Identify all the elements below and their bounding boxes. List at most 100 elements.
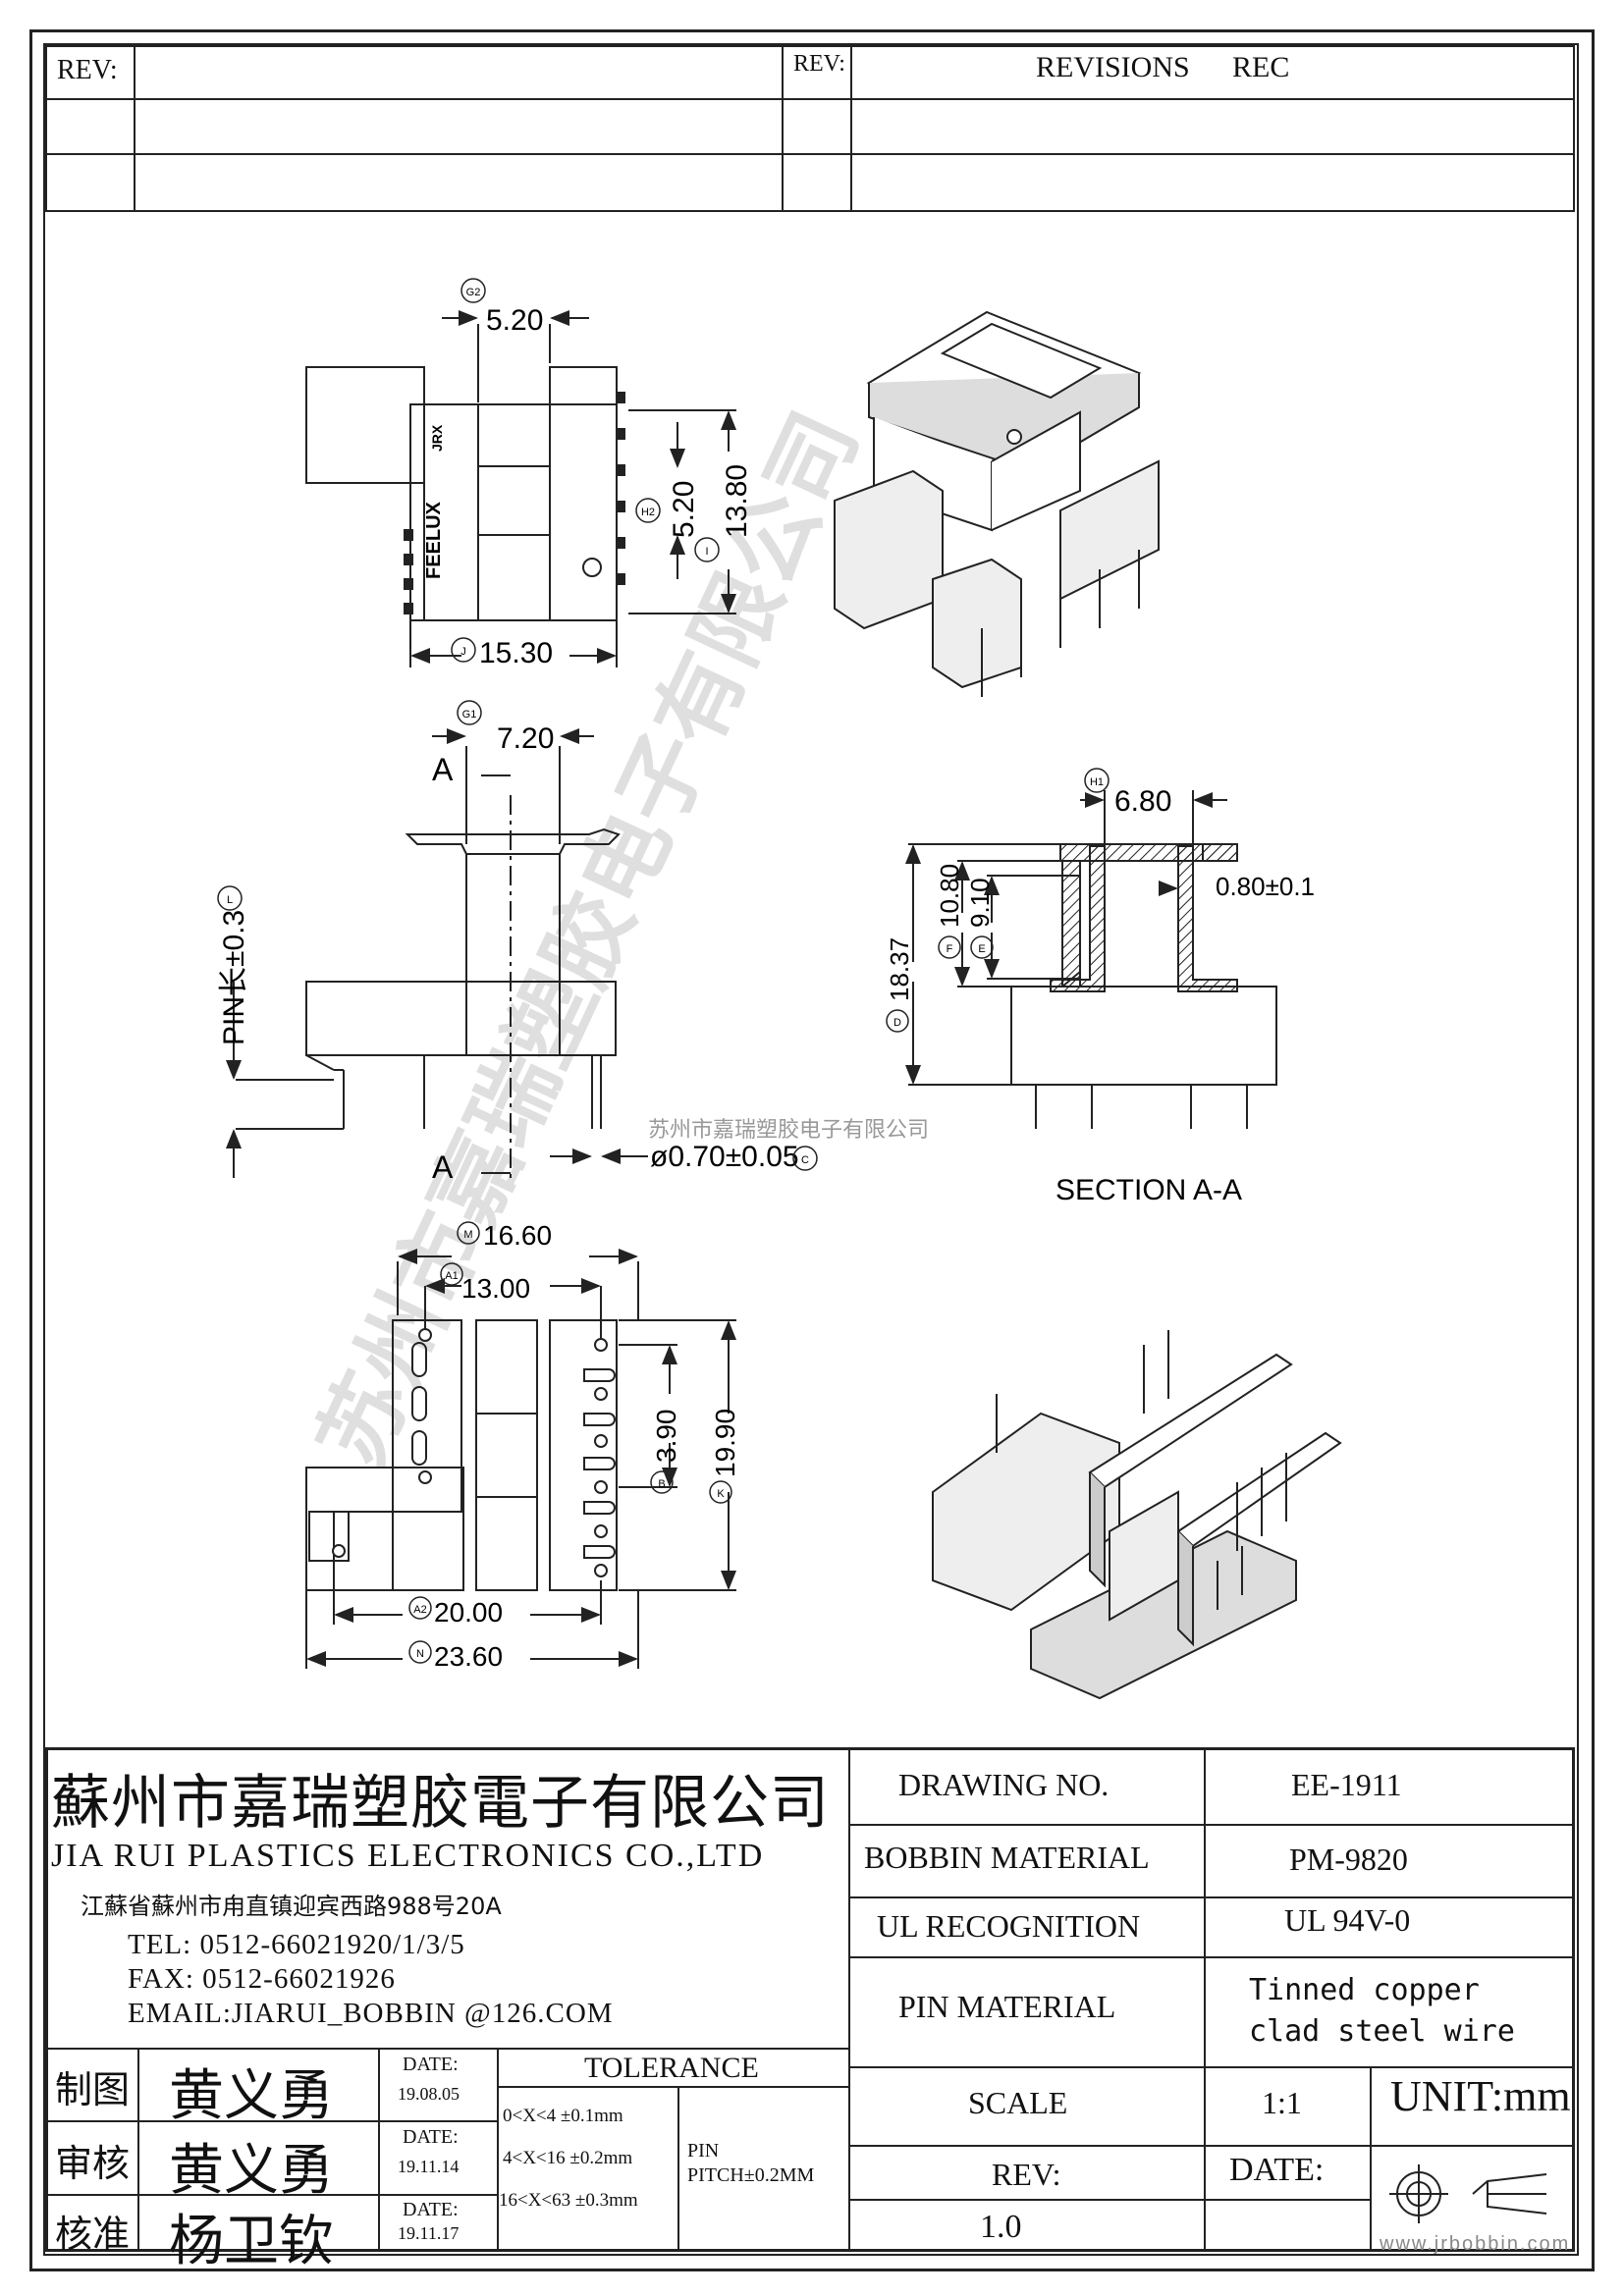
bobbin-material-value: PM-9820 (1289, 1842, 1408, 1877)
dim-h2: H2 5.20 (635, 481, 700, 538)
bottom-view-slots (411, 1342, 616, 1559)
company-name-cn: 蘇州市嘉瑞塑胶電子有限公司 (51, 1769, 830, 1838)
role-label-review: 审核 (55, 2142, 131, 2185)
ul-recognition-label: UL RECOGNITION (877, 1908, 1141, 1944)
revision-row-line-2 (45, 153, 1575, 155)
dim-a1-tag: A1 (445, 1270, 458, 1282)
drawing-no-value: EE-1911 (1291, 1767, 1402, 1802)
tolerance-label: TOLERANCE (584, 2052, 759, 2084)
dim-d: D 18.37 (885, 937, 914, 1033)
dim-n-value: 23.60 (434, 1641, 503, 1672)
row-line (848, 1896, 1575, 1898)
row-line (848, 1956, 1575, 1958)
dim-b-tag: B (658, 1478, 665, 1490)
date-label: DATE: (1229, 2152, 1325, 2188)
iso-view-bottom (932, 1330, 1342, 1700)
company-address: 江蘇省蘇州市甪直镇迎宾西路988号20A (81, 1893, 502, 1920)
tolerance-row-3: 16<X<63 ±0.3mm (499, 2190, 638, 2211)
dim-f-value: 10.80 (935, 864, 964, 928)
rev-value: 1.0 (980, 2209, 1022, 2245)
dim-f: F 10.80 (935, 864, 964, 959)
title-block (45, 1747, 1575, 2252)
revision-col-line-2 (782, 45, 784, 212)
pin-material-label: PIN MATERIAL (898, 1989, 1116, 2024)
drawing-frame (29, 29, 1595, 2271)
dim-h1: H1 6.80 (1084, 768, 1171, 818)
dim-h1-value: 6.80 (1114, 785, 1171, 818)
dim-e: E 9.10 (965, 878, 995, 959)
title-block-divider-unit (1370, 2066, 1372, 2252)
bottom-view (305, 1249, 736, 1669)
role-name-review: 黄义勇 (169, 2139, 334, 2203)
row-line (848, 2145, 1575, 2147)
pin-pitch-label-1: PIN (687, 2140, 720, 2162)
drawing-no-label: DRAWING NO. (898, 1767, 1110, 1802)
section-view (905, 790, 1277, 1129)
website-text: www.jrbobbin.com (1380, 2233, 1571, 2255)
dim-h2-tag: H2 (641, 507, 655, 518)
rev-label: REV: (992, 2157, 1061, 2192)
row-line (848, 1824, 1575, 1826)
role-label-approve: 核准 (55, 2213, 131, 2256)
dim-g2-value: 5.20 (486, 304, 543, 337)
dim-j: J 15.30 (451, 637, 553, 669)
iso-view-top (834, 310, 1160, 697)
dim-j-tag: J (460, 646, 466, 658)
company-name-en: JIA RUI PLASTICS ELECTRONICS CO.,LTD (51, 1838, 765, 1874)
dim-i: I 13.80 (694, 464, 753, 562)
col-line (497, 2048, 499, 2252)
dim-g1-value: 7.20 (497, 722, 554, 755)
dim-pin-length: L PIN长±0.3 (217, 885, 250, 1045)
row-line (497, 2086, 848, 2088)
ul-recognition-value: UL 94V-0 (1284, 1902, 1411, 1938)
dim-m-tag: M (463, 1229, 472, 1241)
dim-pin-length-value: PIN长±0.3 (218, 910, 250, 1045)
dim-h2-value: 5.20 (668, 481, 700, 538)
pin-material-value-2: clad steel wire (1249, 2014, 1515, 2049)
row-line (45, 2120, 497, 2122)
pin-material-value-1: Tinned copper (1249, 1973, 1480, 2007)
pin-pitch-label-2: PITCH±0.2MM (687, 2164, 815, 2186)
part-code-text: JRX (429, 424, 445, 452)
dim-d-tag: D (893, 1017, 901, 1029)
col-line (378, 2048, 380, 2252)
role-date-review: 19.11.14 (398, 2157, 460, 2176)
dim-a2: A2 20.00 (408, 1596, 503, 1628)
revision-table (45, 45, 1575, 212)
section-marker-top: A (432, 752, 454, 787)
revisions-label: REVISIONS (1036, 51, 1190, 83)
tolerance-row-1: 0<X<4 ±0.1mm (503, 2106, 623, 2126)
dim-a1: A1 13.00 (440, 1262, 530, 1304)
company-email: EMAIL:JIARUI_BOBBIN @126.COM (128, 1998, 614, 2029)
dim-wall-value: 0.80±0.1 (1216, 872, 1315, 901)
dim-a1-value: 13.00 (461, 1273, 530, 1304)
watermark-line: 苏州市嘉瑞塑胶电子有限公司 (648, 1117, 929, 1142)
watermark-arc: 苏州市嘉瑞塑胶电子有限公司 (301, 399, 876, 1481)
unit-label: UNIT:mm (1390, 2072, 1571, 2120)
revision-row-line-1 (45, 98, 1575, 100)
dim-g2: G2 5.20 (460, 278, 543, 337)
section-label: SECTION A-A (1056, 1174, 1242, 1206)
dim-k: K 19.90 (709, 1409, 740, 1504)
dim-b-value: 3.90 (651, 1410, 681, 1464)
dim-m: M 16.60 (457, 1220, 552, 1251)
dim-d-value: 18.37 (885, 937, 914, 1001)
role-date-label-approve: DATE: (403, 2199, 459, 2220)
dim-pin-diameter-value: ø0.70±0.05 (650, 1141, 799, 1173)
dim-a2-value: 20.00 (434, 1597, 503, 1628)
company-fax: FAX: 0512-66021926 (128, 1963, 396, 1995)
dim-pin-diameter: ø0.70±0.05 C (650, 1141, 818, 1173)
dim-pin-length-tag: L (227, 894, 233, 906)
role-name-draw: 黄义勇 (169, 2064, 334, 2128)
dim-pin-diameter-tag: C (801, 1154, 809, 1166)
title-block-divider-value (1204, 1747, 1206, 2066)
section-marker-bottom: A (432, 1149, 454, 1185)
role-date-label-draw: DATE: (403, 2054, 459, 2075)
dim-e-tag: E (978, 943, 985, 955)
tolerance-row-2: 4<X<16 ±0.2mm (503, 2148, 633, 2168)
col-line (137, 2048, 139, 2252)
row-line (45, 2048, 848, 2050)
company-tel: TEL: 0512-66021920/1/3/5 (128, 1929, 465, 1960)
dim-g2-tag: G2 (466, 287, 481, 298)
bottom-view-pins (332, 1328, 608, 1577)
